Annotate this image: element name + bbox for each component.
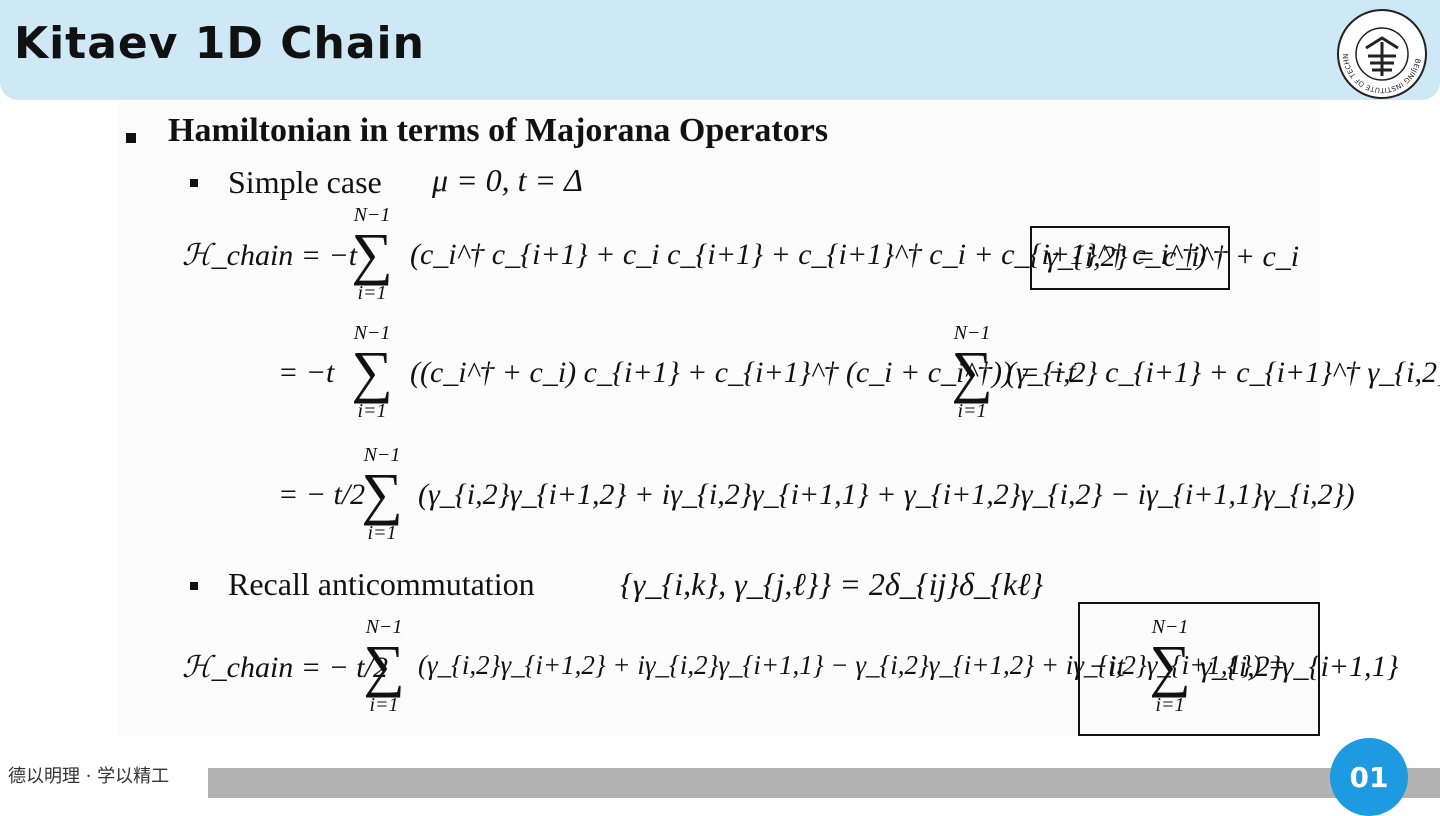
sum-symbol: N−1 ∑ i=1 [951, 322, 993, 422]
eq4-rhs: (γ_{i,2}γ_{i+1,2} + iγ_{i,2}γ_{i+1,1} − … [418, 650, 1286, 680]
section-heading: Hamiltonian in terms of Majorana Operato… [168, 112, 829, 149]
eq2-rhs: (γ_{i,2} c_{i+1} + c_{i+1}^† γ_{i,2}) [1006, 356, 1440, 389]
final-result-prefix: −it [1088, 650, 1125, 683]
sum-symbol: N−1 ∑ i=1 [1149, 616, 1191, 716]
slide-title: Kitaev 1D Chain [14, 18, 425, 69]
bullet [126, 133, 136, 143]
final-result-box: −it N−1 ∑ i=1 γ_{i,2}γ_{i+1,1} [1078, 602, 1399, 736]
majorana-definition: γ_{i,2} = c_i^† + c_i [1046, 240, 1300, 273]
recall-label: Recall anticommutation [228, 566, 535, 602]
university-motto: 德以明理 · 学以精工 [8, 766, 170, 787]
eq3-lhs: = − t/2 [278, 478, 366, 511]
final-result-term: γ_{i,2}γ_{i+1,1} [1200, 650, 1399, 683]
bullet [190, 582, 198, 590]
eq1-rhs: (c_i^† c_{i+1} + c_i c_{i+1} + c_{i+1}^†… [410, 238, 1207, 271]
university-seal-icon: BEIJING INSTITUTE OF TECHNOLOGY [1336, 8, 1427, 99]
content-area [118, 102, 1320, 736]
sum-symbol: N−1 ∑ i=1 [363, 616, 405, 716]
eq1-lhs: ℋ_chain = −t [182, 239, 358, 272]
footer-bar [208, 768, 1440, 798]
eq4-lhs: ℋ_chain = − t/2 [182, 651, 388, 684]
page-number-badge: 01 [1330, 738, 1408, 816]
eq2-lhs: = −t [278, 356, 335, 389]
simple-case-condition: μ = 0, t = Δ [432, 162, 583, 198]
anticommutation-relation: {γ_{i,k}, γ_{j,ℓ}} = 2δ_{ij}δ_{kℓ} [620, 566, 1044, 602]
eq2-mid: ((c_i^† + c_i) c_{i+1} + c_{i+1}^† (c_i … [410, 356, 1076, 389]
bullet [190, 179, 198, 187]
majorana-definition-box: γ_{i,2} = c_i^† + c_i [1030, 226, 1299, 290]
header-bar: Kitaev 1D Chain BEIJING INSTITUTE OF TEC… [0, 0, 1440, 100]
sum-symbol: N−1 ∑ i=1 [361, 444, 403, 544]
eq3-rhs: (γ_{i,2}γ_{i+1,2} + iγ_{i,2}γ_{i+1,1} + … [418, 478, 1355, 511]
sum-symbol: N−1 ∑ i=1 [351, 204, 393, 304]
simple-case-label: Simple case [228, 164, 382, 200]
sum-symbol: N−1 ∑ i=1 [351, 322, 393, 422]
